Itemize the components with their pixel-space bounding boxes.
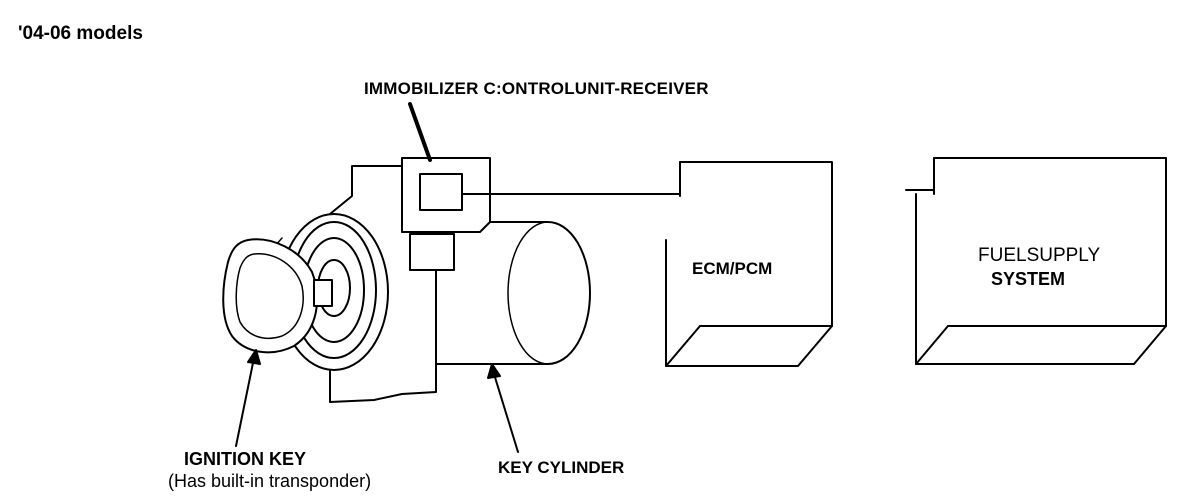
- immobilizer-receiver-box: [419, 173, 463, 211]
- ignition-key-sublabel: (Has built-in transponder): [168, 471, 372, 491]
- ecm-pcm-label: ECM/PCM: [692, 259, 773, 278]
- ecm-pcm-box: [665, 161, 833, 367]
- key-cylinder-body: [429, 221, 591, 365]
- fuel-supply-box: [905, 157, 1167, 365]
- ignition-key: [222, 238, 333, 354]
- immobilizer-label: IMMOBILIZER C:ONTROLUNIT-RECEIVER: [364, 79, 709, 98]
- key-cylinder-arrow: [487, 363, 519, 453]
- ignition-key-arrow: [235, 349, 261, 447]
- immobilizer-leader-line: [408, 102, 432, 162]
- key-cylinder-label: KEY CYLINDER: [498, 458, 625, 477]
- fuel-supply-label-line2: SYSTEM: [991, 269, 1066, 289]
- diagram-title: '04-06 models: [18, 23, 143, 44]
- fuel-supply-label-line1: FUELSUPPLY: [978, 245, 1101, 266]
- ignition-key-label: IGNITION KEY: [184, 449, 307, 469]
- connector-block: [409, 233, 455, 271]
